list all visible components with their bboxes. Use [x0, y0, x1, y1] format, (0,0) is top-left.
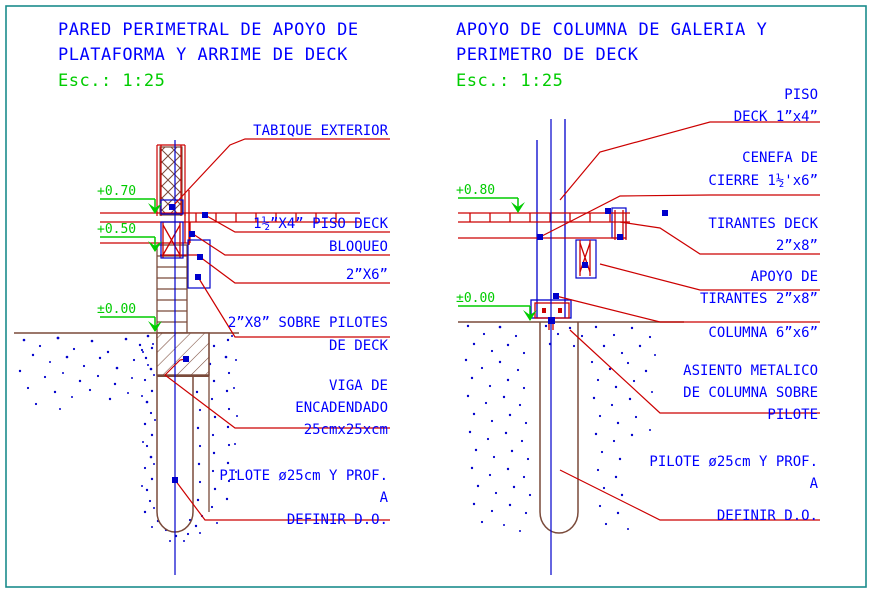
right-label-tirantes-line1: TIRANTES DECK	[708, 216, 818, 232]
left-leader-lines	[164, 138, 390, 521]
left-label-pilotes-line2: DE DECK	[329, 338, 389, 354]
left-block-masonry	[156, 244, 188, 334]
right-label-asiento-line3: PILOTE	[767, 407, 818, 423]
right-label-cenefa-line2: CIERRE 1½'x6”	[708, 173, 818, 189]
left-label-viga-line2: ENCADENDADO	[295, 400, 388, 416]
right-beam-structure	[458, 210, 627, 276]
left-panel-text: PARED PERIMETRAL DE APOYO DE PLATAFORMA …	[58, 20, 389, 528]
left-level-0: +0.70	[97, 184, 136, 199]
right-scale: Esc.: 1:25	[456, 71, 563, 91]
left-label-viga-line3: 25cmx25xcm	[304, 422, 388, 438]
left-brick-wall-outlines	[156, 144, 186, 216]
right-label-columna: COLUMNA 6”x6”	[708, 325, 818, 341]
right-label-asiento-line1: ASIENTO METALICO	[683, 363, 818, 379]
left-label-pilotes-line1: 2”X8” SOBRE PILOTES	[228, 315, 388, 331]
left-label-2x6: 2”X6”	[346, 267, 388, 283]
left-elevation-markers	[100, 198, 162, 332]
right-label-pilote-line3: DEFINIR D.O.	[717, 508, 818, 524]
right-level-1: ±0.00	[456, 291, 495, 306]
right-node-markers	[537, 208, 668, 324]
right-label-cenefa-line1: CENEFA DE	[742, 150, 818, 166]
left-foundation-beam	[156, 332, 210, 376]
right-label-pilote-line1: PILOTE ø25cm Y PROF.	[649, 454, 818, 470]
left-deck-boards	[100, 212, 360, 223]
left-label-piso-deck: 1½”X4” PISO DECK	[253, 216, 388, 232]
right-label-apoyo-line1: APOYO DE	[751, 269, 818, 285]
left-title-line1: PARED PERIMETRAL DE APOYO DE	[58, 20, 359, 40]
left-node-markers	[169, 204, 208, 483]
right-label-apoyo-line2: TIRANTES 2”x8”	[700, 291, 818, 307]
left-label-pilote-line1: PILOTE ø25cm Y PROF.	[219, 468, 388, 484]
left-scale: Esc.: 1:25	[58, 71, 165, 91]
sheet-border	[5, 5, 867, 588]
right-label-piso-line2: DECK 1”x4”	[734, 109, 818, 125]
right-label-tirantes-line2: 2”x8”	[776, 238, 818, 254]
right-level-0: +0.80	[456, 183, 495, 198]
right-title-line2: PERIMETRO DE DECK	[456, 45, 639, 65]
right-label-piso-line1: PISO	[784, 87, 818, 103]
right-pile-shaft	[539, 322, 579, 534]
right-leader-lines	[539, 121, 820, 521]
left-level-2: ±0.00	[97, 302, 136, 317]
left-brick-wall	[159, 146, 183, 216]
left-title-line2: PLATAFORMA Y ARRIME DE DECK	[58, 45, 348, 65]
right-elevation-markers	[458, 197, 537, 321]
left-label-pilote-line3: DEFINIR D.O.	[287, 512, 388, 528]
left-beam-underside	[157, 375, 209, 377]
right-panel-geometry	[458, 119, 820, 575]
right-deck-boards	[458, 212, 630, 223]
left-label-bloqueo: BLOQUEO	[329, 239, 388, 255]
left-panel-geometry	[14, 138, 390, 575]
left-label-tabique-exterior: TABIQUE EXTERIOR	[253, 123, 388, 139]
right-soil-stipple	[464, 324, 656, 532]
left-level-1: +0.50	[97, 222, 136, 237]
right-seat-bolts	[542, 308, 562, 313]
right-label-pilote-line2: A	[810, 476, 819, 492]
left-label-pilote-line2: A	[380, 490, 389, 506]
left-label-viga-line1: VIGA DE	[329, 378, 388, 394]
right-panel-text: APOYO DE COLUMNA DE GALERIA Y PERIMETRO …	[456, 20, 819, 524]
right-title-line1: APOYO DE COLUMNA DE GALERIA Y	[456, 20, 767, 40]
right-label-asiento-line2: DE COLUMNA SOBRE	[683, 385, 818, 401]
